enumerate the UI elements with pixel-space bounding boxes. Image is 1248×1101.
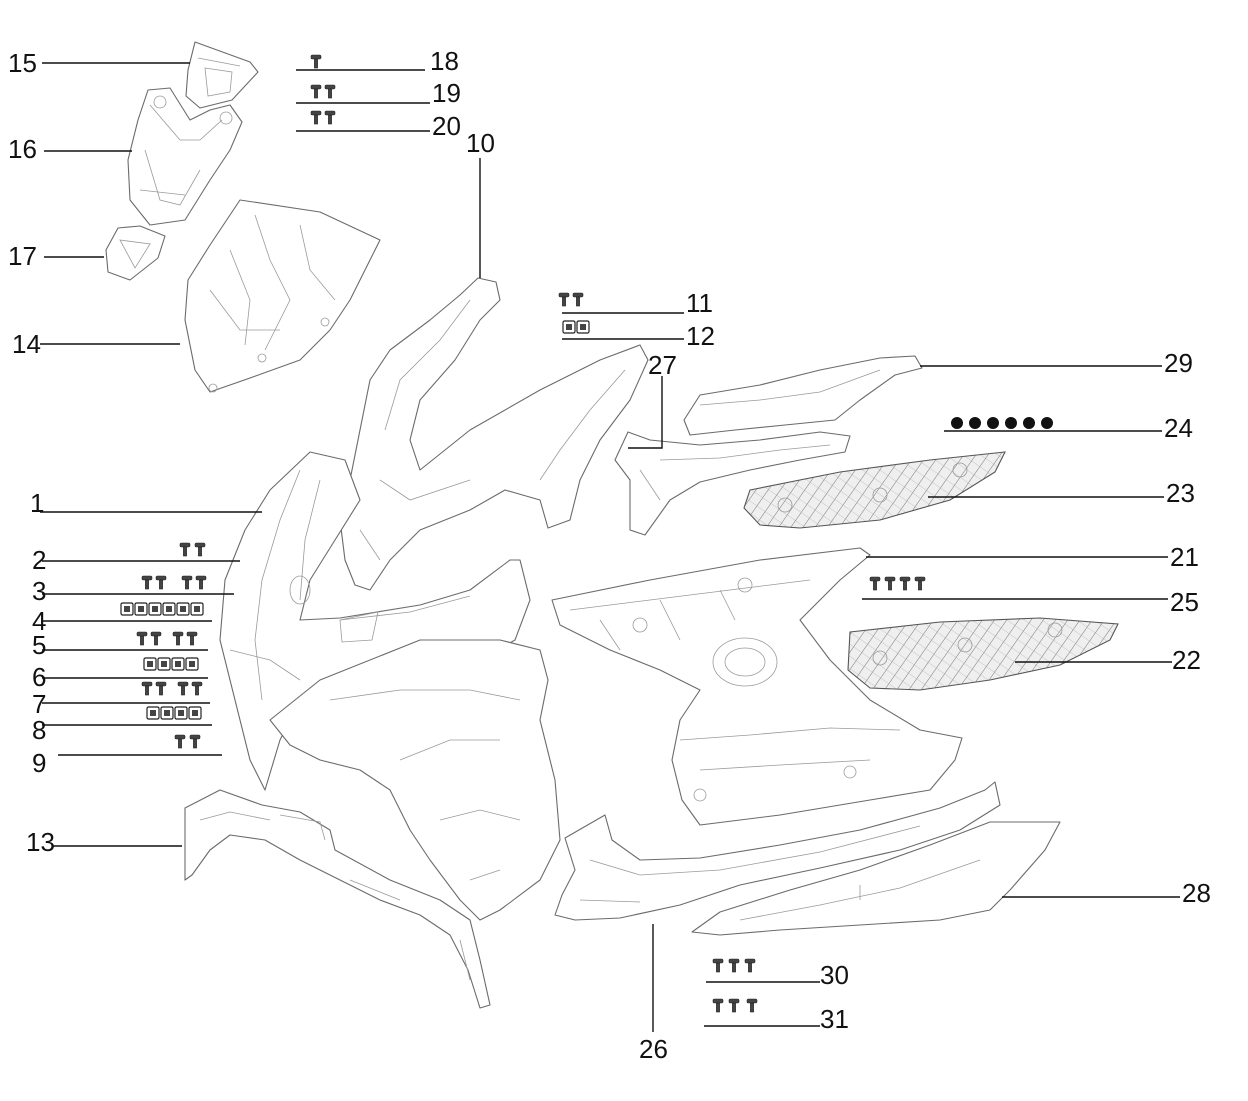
callout-4: 4 (32, 606, 46, 636)
leader-27 (628, 376, 663, 449)
part-17-emblem-cover (105, 225, 166, 281)
part-21-floor-panel (551, 547, 963, 826)
part-26-side-skirt (554, 781, 1001, 921)
hardware-7-screws (141, 681, 203, 696)
hardware-2-screws (179, 542, 206, 557)
callout-3: 3 (32, 576, 46, 606)
part-28-rear-lower-skirt (691, 821, 1061, 936)
part-29-upper-side-strip (683, 355, 923, 436)
callout-14: 14 (12, 329, 41, 359)
part-10-windscreen-panel (339, 277, 649, 591)
callout-12: 12 (686, 321, 715, 351)
callout-25: 25 (1170, 587, 1199, 617)
part-13-front-lower-skirt (184, 789, 491, 1009)
callout-19: 19 (432, 78, 461, 108)
callout-30: 30 (820, 960, 849, 990)
hardware-5-screws (136, 631, 198, 646)
callout-26: 26 (639, 1034, 668, 1064)
callout-24: 24 (1164, 413, 1193, 443)
hardware-3-screws (141, 575, 207, 590)
callout-22: 22 (1172, 645, 1201, 675)
callout-17: 17 (8, 241, 37, 271)
part-24-plug-row (951, 417, 1053, 429)
callout-8: 8 (32, 715, 46, 745)
callout-23: 23 (1166, 478, 1195, 508)
callout-27: 27 (648, 350, 677, 380)
hardware-9-screws (174, 734, 201, 749)
part-16-headlight-frame (127, 87, 243, 226)
callout-28: 28 (1182, 878, 1211, 908)
callout-16: 16 (8, 134, 37, 164)
callout-15: 15 (8, 48, 37, 78)
callout-9: 9 (32, 748, 46, 778)
hardware-30-screws (712, 958, 756, 973)
callout-7: 7 (32, 689, 46, 719)
callout-18: 18 (430, 46, 459, 76)
callout-2: 2 (32, 545, 46, 575)
hardware-31-screws (712, 998, 758, 1013)
part-25-screw-row (869, 576, 926, 591)
callout-labels: 15 16 17 14 18 19 20 10 11 12 27 29 24 2… (8, 46, 1211, 1064)
hardware-8-clips (146, 706, 202, 720)
callout-10: 10 (466, 128, 495, 158)
part-front-lower-cover (269, 639, 561, 921)
hardware-6-clips (143, 657, 199, 671)
part-23-upper-floor-mat (743, 451, 1006, 529)
callout-6: 6 (32, 662, 46, 692)
callout-29: 29 (1164, 348, 1193, 378)
part-22-lower-floor-mat (847, 617, 1119, 691)
hardware-18-screw (310, 54, 322, 69)
hardware-19-screws (310, 84, 336, 99)
hardware-4-clips (120, 602, 204, 616)
callout-31: 31 (820, 1004, 849, 1034)
leader-lines (40, 62, 1180, 1032)
hardware-11-screws (558, 292, 584, 307)
callout-11: 11 (686, 288, 713, 318)
hardware-20-screws (310, 110, 336, 125)
callout-5: 5 (32, 630, 46, 660)
part-15-top-cover (185, 41, 259, 109)
callout-21: 21 (1170, 542, 1199, 572)
part-14-front-upper-cover (184, 199, 381, 393)
callout-13: 13 (26, 827, 55, 857)
hardware-12-clips (562, 320, 590, 334)
part-27-side-panel (614, 431, 851, 536)
callout-1: 1 (30, 488, 44, 518)
callout-20: 20 (432, 111, 461, 141)
